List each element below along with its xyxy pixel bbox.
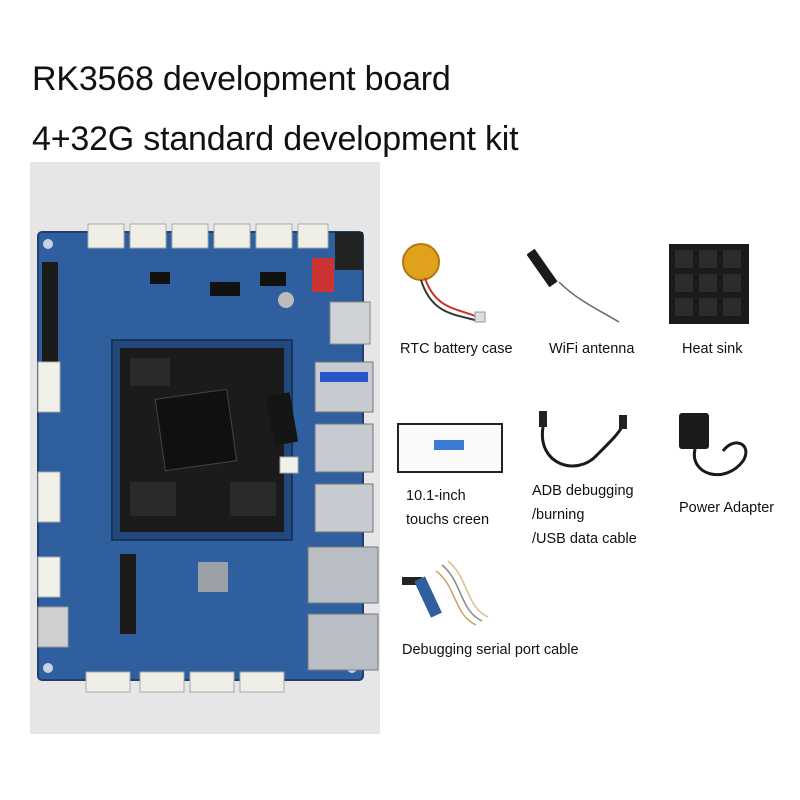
rtc-battery-image bbox=[395, 238, 490, 333]
development-board-image bbox=[30, 162, 380, 734]
wifi-antenna-image bbox=[526, 238, 632, 333]
serial-cable-label: Debugging serial port cable bbox=[402, 642, 579, 658]
usb-cable-image bbox=[527, 405, 632, 480]
heat-sink-label: Heat sink bbox=[682, 341, 743, 357]
power-adapter-label: Power Adapter bbox=[679, 500, 775, 516]
adb-cable-label-line-2: /burning bbox=[532, 507, 585, 523]
serial-cable-image bbox=[396, 555, 501, 635]
touch-screen-label-line-1: 10.1-inch bbox=[406, 488, 466, 504]
wifi-antenna-label: WiFi antenna bbox=[549, 341, 635, 357]
touch-screen-label-line-2: touchs creen bbox=[406, 512, 490, 528]
adb-cable-label-line-1: ADB debugging bbox=[532, 483, 634, 499]
touch-screen-image bbox=[396, 410, 506, 478]
title-line-1: RK3568 development board bbox=[32, 60, 451, 98]
adb-cable-label-line-3: /USB data cable bbox=[532, 531, 637, 547]
power-adapter-image bbox=[665, 405, 755, 495]
title-line-2: 4+32G standard development kit bbox=[32, 120, 519, 158]
heat-sink-image bbox=[665, 238, 753, 328]
rtc-battery-label: RTC battery case bbox=[400, 341, 513, 357]
